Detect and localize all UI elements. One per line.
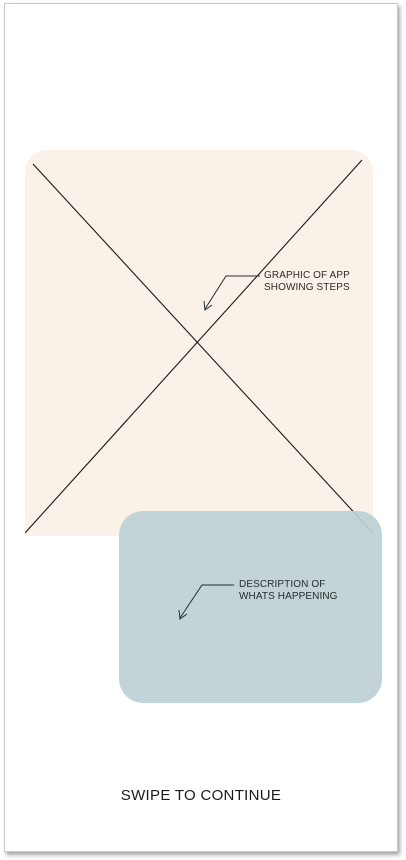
placeholder-diagonal-line [32, 163, 373, 534]
description-annotation: DESCRIPTION OF WHATS HAPPENING [239, 579, 338, 603]
description-annotation-line: WHATS HAPPENING [239, 591, 338, 602]
app-graphic-placeholder [25, 150, 373, 536]
graphic-annotation-line: SHOWING STEPS [264, 282, 350, 293]
graphic-annotation-arrow-icon [203, 275, 260, 311]
swipe-to-continue-label[interactable]: SWIPE TO CONTINUE [120, 787, 282, 804]
description-card [119, 511, 382, 703]
description-annotation-arrow-icon [178, 584, 234, 620]
phone-screen: GRAPHIC OF APP SHOWING STEPS DESCRIPTION… [4, 3, 398, 852]
graphic-annotation: GRAPHIC OF APP SHOWING STEPS [264, 270, 350, 294]
description-annotation-line: DESCRIPTION OF [239, 579, 326, 590]
placeholder-diagonal-line [25, 159, 363, 534]
graphic-placeholder-background [25, 150, 373, 536]
graphic-annotation-line: GRAPHIC OF APP [264, 270, 350, 281]
placeholder-cross-icon [25, 159, 373, 534]
